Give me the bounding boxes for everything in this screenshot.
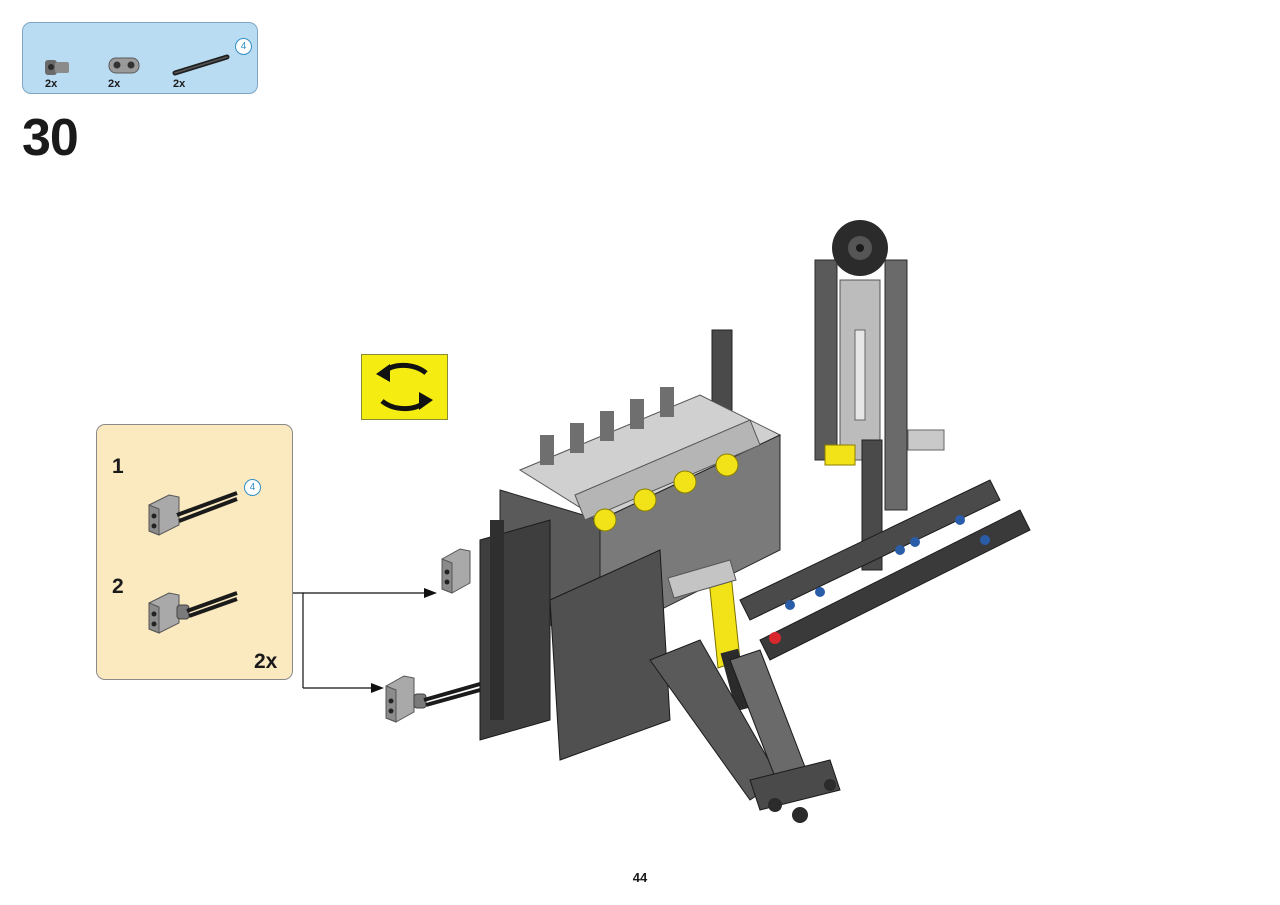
model-assembly-illustration xyxy=(479,220,1031,823)
axle-length-badge: 4 xyxy=(235,38,252,55)
sub-step-number: 1 xyxy=(112,455,124,478)
step-number: 30 xyxy=(22,109,79,167)
axle-length-badge: 4 xyxy=(244,479,261,496)
axle-connector-beam-icon xyxy=(108,57,140,74)
part-quantity: 2x xyxy=(173,78,186,90)
sub-assembly-callout: 1 4 2 2x xyxy=(96,424,293,680)
part-quantity: 2x xyxy=(45,78,58,90)
gear-icon xyxy=(832,220,888,276)
sub-assembly-multiplier: 2x xyxy=(254,650,278,673)
connector-placement-preview xyxy=(385,675,509,723)
page-number: 44 xyxy=(632,870,648,885)
part-quantity: 2x xyxy=(108,78,121,90)
axle-pin-connector-with-axle-icon xyxy=(148,591,238,634)
parts-list-callout: 2x 2x 2x 4 xyxy=(22,22,258,94)
axle-icon xyxy=(172,54,230,76)
axle-pin-connector-with-axle-icon xyxy=(148,491,238,536)
rotate-model-icon xyxy=(361,354,448,420)
connector-placement-preview xyxy=(441,548,471,594)
axle-pin-connector-icon xyxy=(45,60,69,75)
sub-step-number: 2 xyxy=(112,575,124,598)
